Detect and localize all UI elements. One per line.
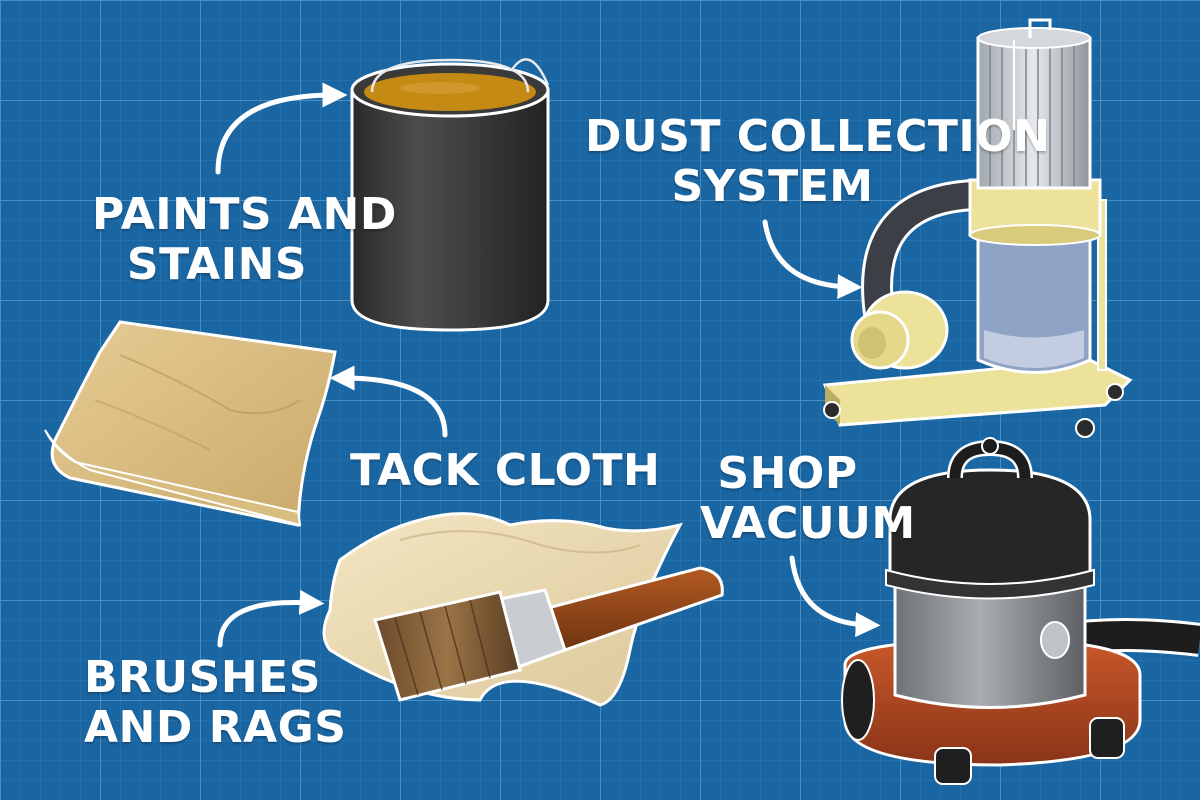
tack-cloth-icon [44,320,337,527]
arrows [215,82,881,648]
label-brushes-line2: AND RAGS [84,702,347,753]
label-shop-line2: VACUUM [700,498,916,549]
label-dust-line1: DUST COLLECTION [585,111,1051,162]
label-paints-line1: PAINTS AND [92,189,397,240]
label-shop-vacuum: SHOP VACUUM [700,448,916,549]
label-dust-line2: SYSTEM [671,161,874,212]
arrow-paints-icon [215,82,348,175]
dust-collector-icon [822,18,1133,438]
label-brushes-and-rags: BRUSHES AND RAGS [84,652,347,753]
arrow-tack-icon [329,365,448,438]
shop-vacuum-icon [841,437,1200,785]
label-brushes-line1: BRUSHES [84,652,321,703]
arrow-dust-icon [762,219,863,300]
label-paints-and-stains: PAINTS AND STAINS [92,189,397,290]
paint-can-icon [350,58,550,332]
label-paints-line2: STAINS [126,239,308,290]
label-dust-collection-system: DUST COLLECTION SYSTEM [585,111,1051,212]
label-shop-line1: SHOP [717,448,858,499]
brush-and-rag-icon [322,512,724,707]
arrow-brushes-icon [217,589,325,648]
label-tack-line1: TACK CLOTH [350,445,661,496]
arrow-shop-icon [789,555,881,638]
label-tack-cloth: TACK CLOTH [350,445,661,496]
